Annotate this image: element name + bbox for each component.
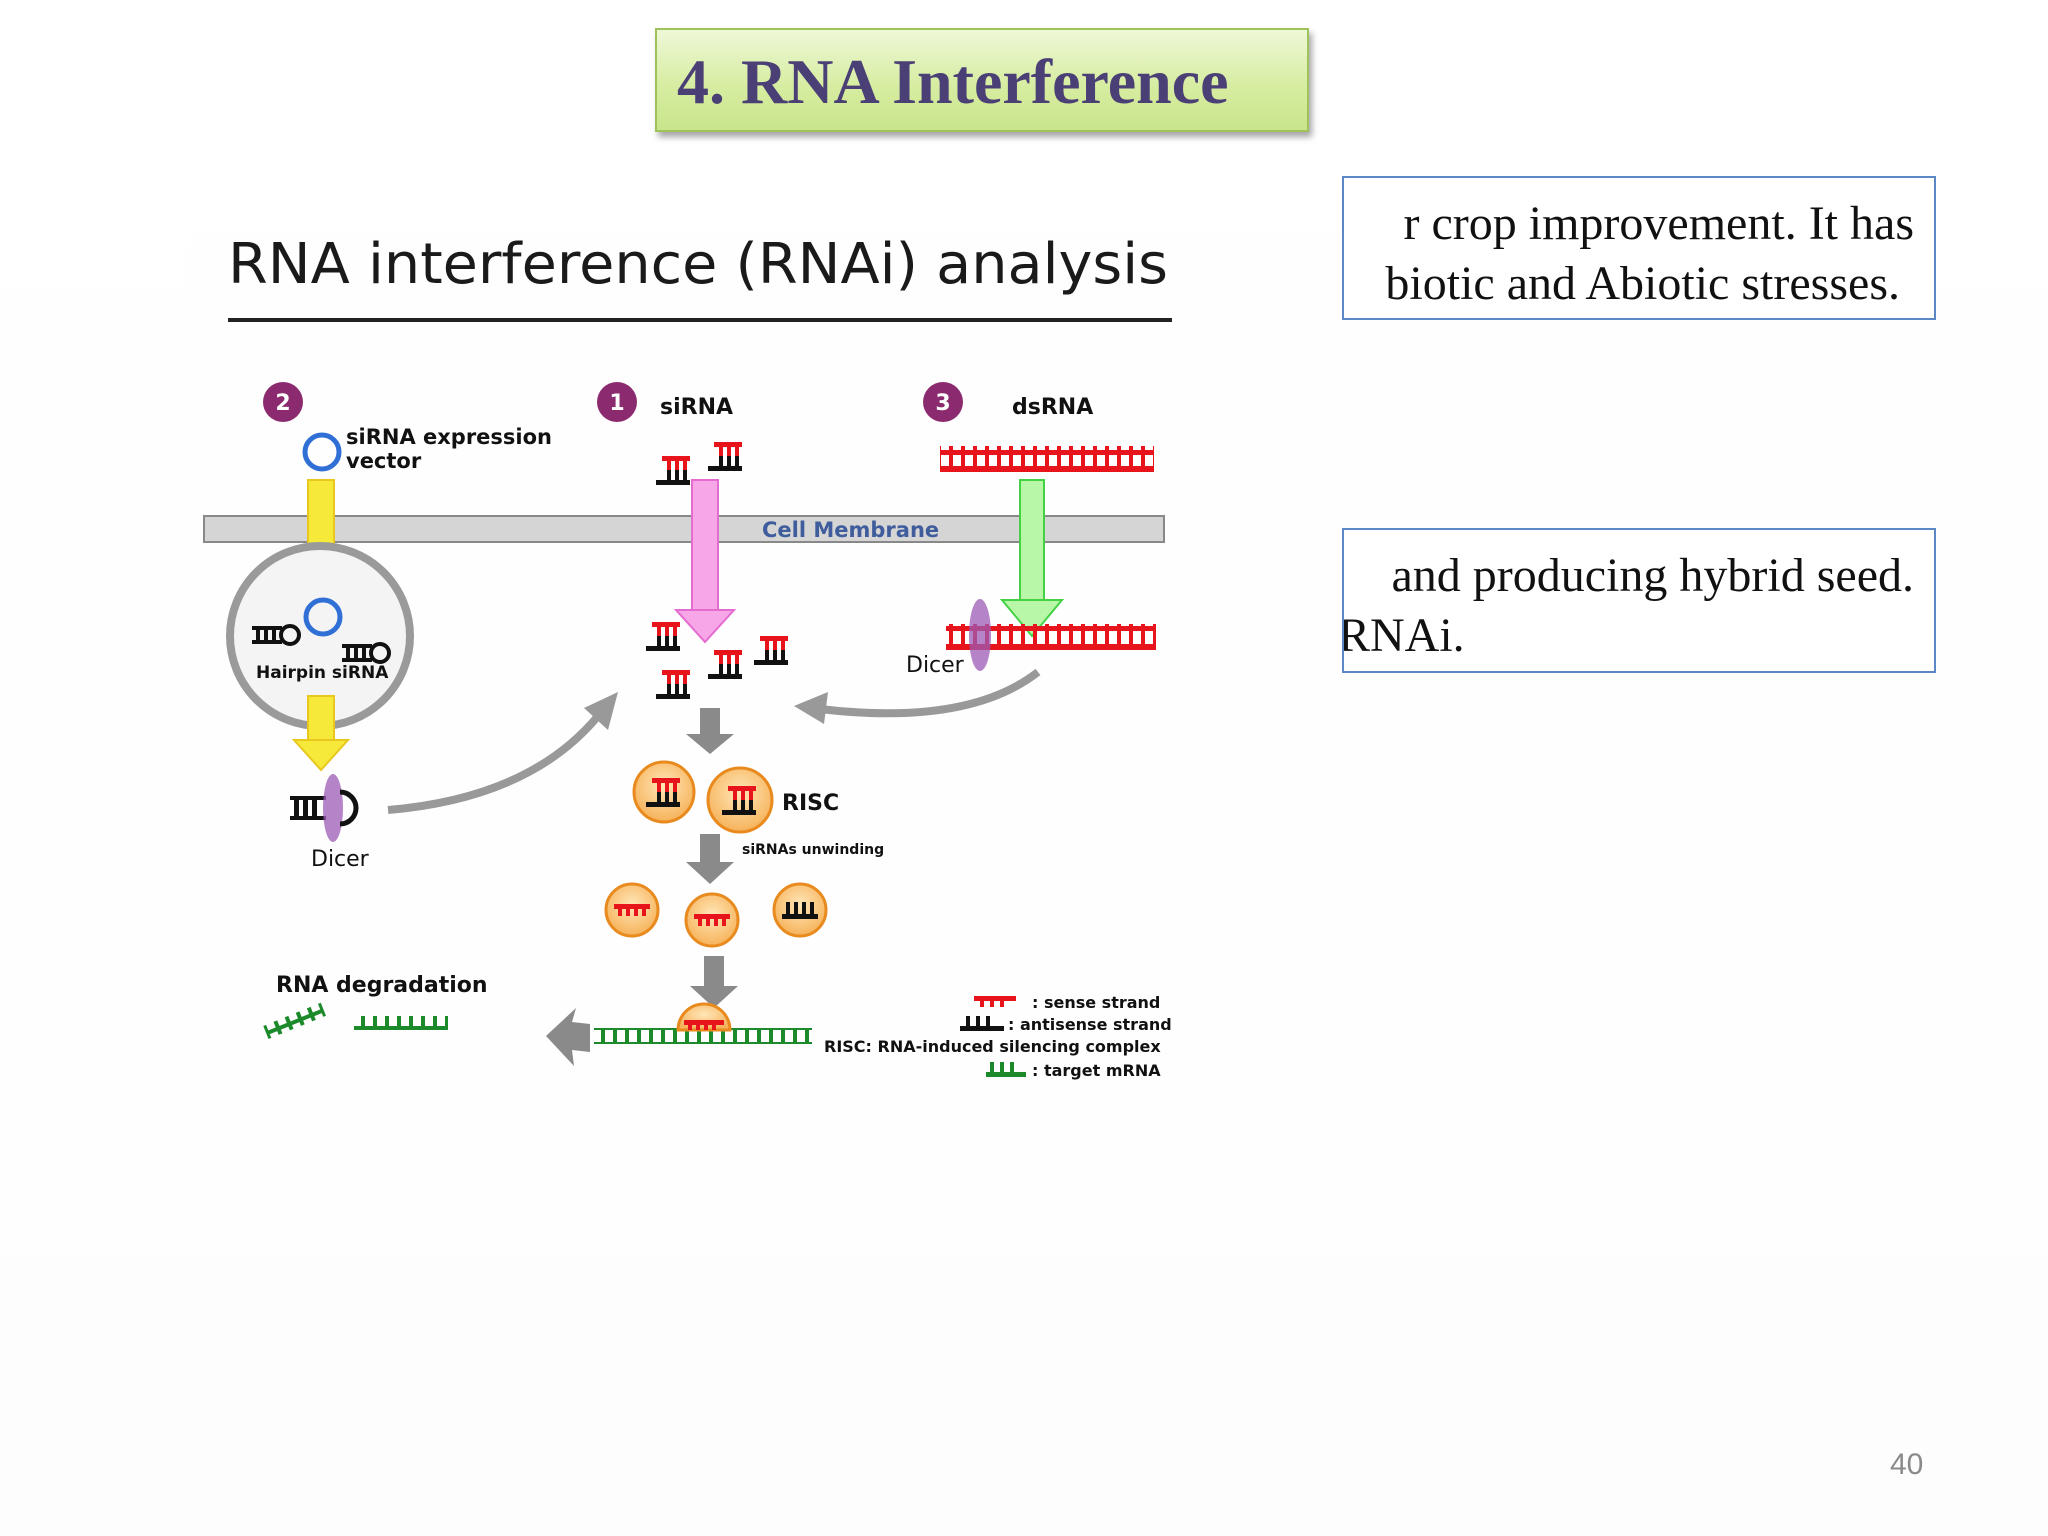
hairpin-left-icon	[252, 624, 301, 646]
diagram-heading: RNA interference (RNAi) analysis	[228, 232, 1168, 297]
green-arrow-head	[999, 599, 1065, 638]
expression-vector-icon	[302, 432, 342, 472]
risc-unwound-3	[772, 882, 828, 938]
risc-on-target	[676, 1002, 732, 1032]
label-dicer-left: Dicer	[311, 847, 370, 872]
degradation-arrow	[546, 1008, 590, 1066]
legend-target-label: : target mRNA	[1032, 1061, 1161, 1080]
label-vector-1: siRNA expression	[346, 425, 552, 449]
label-dicer-right: Dicer	[906, 653, 965, 678]
page-number: 40	[1890, 1448, 1924, 1481]
grey-arrow-1-shaft	[700, 708, 720, 734]
degraded-fragment-2	[354, 1016, 448, 1030]
text-box-2-line-2: RNAi.	[1342, 609, 1465, 662]
label-hairpin: Hairpin siRNA	[256, 663, 389, 683]
dicer-right-icon	[969, 599, 991, 671]
grey-arrow-3-head	[690, 986, 738, 1008]
badge-3: 3	[923, 382, 963, 422]
label-unwinding: siRNAs unwinding	[742, 842, 884, 858]
svg-text:3: 3	[935, 391, 950, 416]
pink-arrow-shaft	[691, 479, 719, 611]
text-box-1: r crop improvement. It has biotic and Ab…	[1342, 176, 1936, 320]
grey-arrow-3-shaft	[704, 956, 724, 986]
legend-antisense-swatch	[960, 1016, 1004, 1031]
grey-arrow-2-shaft	[700, 834, 720, 862]
hairpin-right-icon	[342, 642, 391, 664]
curved-arrow-right-head	[794, 692, 828, 724]
siRNA-pair-4	[708, 650, 742, 679]
svg-text:2: 2	[275, 391, 290, 416]
siRNA-pair-3	[646, 622, 680, 651]
target-mRNA	[594, 1028, 812, 1044]
slide-title: 4. RNA Interference	[677, 46, 1229, 117]
siRNA-pair-5	[754, 636, 788, 665]
yellow-arrow-2-shaft	[307, 695, 335, 741]
siRNA-pair-1	[656, 456, 690, 485]
degraded-fragment-1	[263, 1002, 327, 1039]
text-box-2-line-1: and producing hybrid seed.	[1391, 549, 1914, 602]
legend: : sense strand : antisense strand RISC: …	[824, 993, 1172, 1080]
cell-membrane	[203, 515, 1165, 543]
text-box-2: and producing hybrid seed. RNAi.	[1342, 528, 1936, 673]
grey-arrow-2-head	[686, 862, 734, 884]
dicer-left-icon	[290, 774, 359, 842]
siRNA-pair-2	[708, 442, 742, 471]
dsRNA-bottom	[940, 466, 1154, 472]
label-degradation: RNA degradation	[276, 973, 488, 998]
rnai-diagram-svg: RNA interference (RNAi) analysis Cell Me…	[203, 232, 1172, 1080]
cell-membrane-label: Cell Membrane	[762, 518, 939, 542]
heading-underline	[228, 318, 1172, 322]
badge-1: 1	[597, 382, 637, 422]
legend-target-swatch	[986, 1062, 1026, 1077]
badge-2: 2	[263, 382, 303, 422]
label-siRNA: siRNA	[660, 395, 733, 420]
risc-complex-2	[706, 766, 774, 834]
rnai-diagram: RNA interference (RNAi) analysis Cell Me…	[190, 230, 1340, 1110]
curved-arrow-left-head	[584, 692, 618, 730]
legend-antisense-label: : antisense strand	[1008, 1015, 1172, 1034]
slide-title-box: 4. RNA Interference	[655, 28, 1309, 132]
legend-sense-swatch	[974, 996, 1016, 1007]
siRNA-pair-6	[656, 670, 690, 699]
label-dsRNA: dsRNA	[1012, 395, 1093, 420]
risc-unwound-2	[684, 892, 740, 948]
curved-arrow-left	[387, 713, 602, 814]
dsRNA-cut-bottom	[946, 644, 1156, 650]
label-risc: RISC	[782, 791, 839, 816]
green-arrow-shaft	[1019, 479, 1045, 601]
label-vector-2: vector	[346, 449, 422, 473]
pink-arrow-head	[673, 609, 737, 644]
risc-unwound-1	[604, 882, 660, 938]
curved-arrow-right	[811, 668, 1041, 718]
legend-sense-label: : sense strand	[1032, 993, 1160, 1012]
risc-complex-1	[632, 760, 696, 824]
text-box-1-line-2: biotic and Abiotic stresses.	[1385, 257, 1900, 310]
svg-text:1: 1	[609, 391, 624, 416]
text-box-1-line-1: r crop improvement. It has	[1403, 197, 1914, 250]
vector-in-cell-icon	[303, 597, 343, 637]
grey-arrow-1-head	[686, 734, 734, 754]
legend-risc-label: RISC: RNA-induced silencing complex	[824, 1037, 1161, 1056]
yellow-arrow-2-head	[291, 739, 351, 772]
